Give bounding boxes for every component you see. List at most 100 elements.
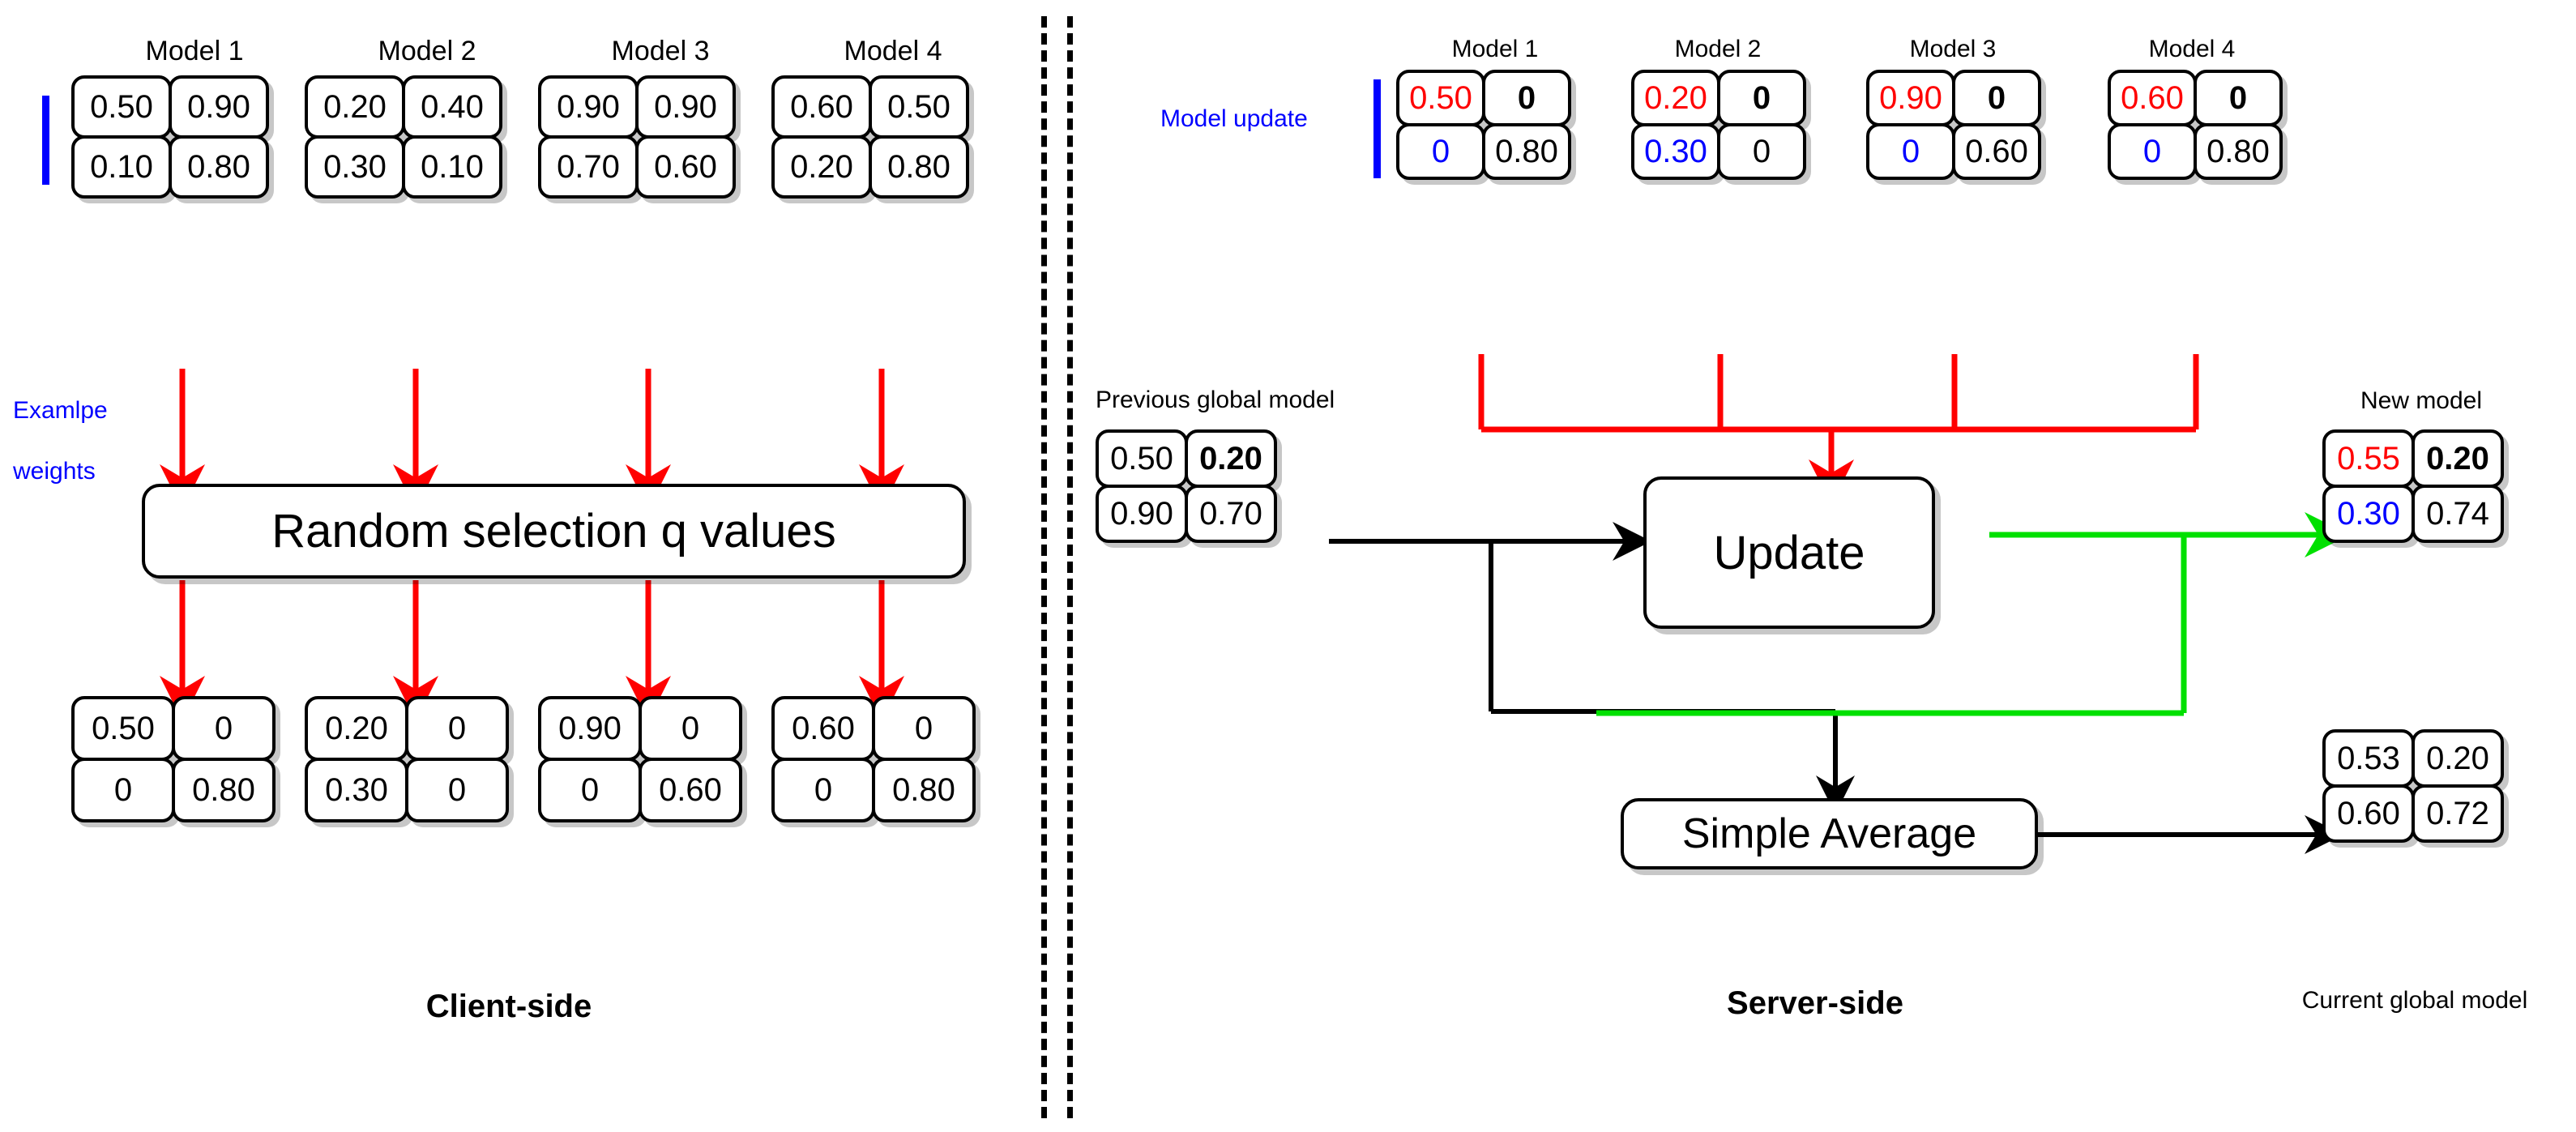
matrix-cell: 0 [872, 696, 976, 761]
matrix-cell: 0.10 [71, 135, 172, 199]
matrix-cell: 0.50 [71, 696, 175, 761]
left-bottom-matrix-model-1: 0.50 0 0 0.80 [71, 696, 276, 822]
matrix-cell: 0.50 [1096, 429, 1188, 488]
right-update-matrix-model-4: 0.60 0 0 0.80 [2108, 70, 2284, 180]
matrix-cell: 0 [1717, 123, 1806, 180]
matrix-cell: 0.30 [2322, 485, 2415, 543]
matrix-cell: 0.60 [2108, 70, 2197, 126]
matrix-cell: 0.90 [1096, 485, 1188, 543]
left-arrows-out-of-selection [160, 580, 904, 721]
matrix-cell: 0.20 [2412, 729, 2504, 788]
new-model-label: New model [2360, 387, 2483, 414]
matrix-cell: 0.60 [639, 758, 742, 822]
left-top-matrix-model-2: 0.20 0.40 0.30 0.10 [305, 75, 502, 199]
matrix-cell: 0.90 [538, 75, 639, 139]
matrix-cell: 0 [2194, 70, 2283, 126]
matrix-cell: 0.80 [872, 758, 976, 822]
matrix-cell: 0.20 [305, 75, 405, 139]
matrix-cell: 0.80 [1482, 123, 1571, 180]
left-bottom-matrix-model-4: 0.60 0 0 0.80 [771, 696, 976, 822]
matrix-cell: 0.50 [1396, 70, 1485, 126]
right-model-header-3: Model 3 [1909, 36, 1997, 62]
example-weights-line1: Examlpe [13, 397, 108, 424]
matrix-cell: 0.20 [771, 135, 872, 199]
matrix-cell: 0 [771, 758, 875, 822]
right-model-header-2: Model 2 [1674, 36, 1762, 62]
matrix-cell: 0 [538, 758, 642, 822]
matrix-cell: 0.50 [869, 75, 969, 139]
panel-divider-right [1067, 16, 1073, 1118]
matrix-cell: 0.90 [1866, 70, 1955, 126]
matrix-cell: 0 [1482, 70, 1571, 126]
left-bottom-matrix-model-2: 0.20 0 0.30 0 [305, 696, 509, 822]
matrix-cell: 0 [405, 696, 509, 761]
matrix-cell: 0.90 [635, 75, 736, 139]
matrix-cell: 0.50 [71, 75, 172, 139]
matrix-cell: 0.80 [2194, 123, 2283, 180]
matrix-cell: 0.40 [402, 75, 502, 139]
left-top-matrix-model-4: 0.60 0.50 0.20 0.80 [771, 75, 969, 199]
right-model-header-1: Model 1 [1451, 36, 1539, 62]
update-box[interactable]: Update [1643, 476, 1935, 629]
example-weights-line2: weights [13, 458, 96, 485]
client-side-label: Client-side [425, 989, 592, 1024]
matrix-cell: 0.60 [635, 135, 736, 199]
current-global-model-matrix: 0.53 0.20 0.60 0.72 [2322, 729, 2504, 843]
left-top-matrix-model-1: 0.50 0.90 0.10 0.80 [71, 75, 269, 199]
matrix-cell: 0.80 [169, 135, 269, 199]
matrix-cell: 0 [1717, 70, 1806, 126]
matrix-cell: 0 [405, 758, 509, 822]
matrix-cell: 0.30 [305, 758, 408, 822]
left-model-header-4: Model 4 [844, 36, 942, 66]
model-update-label: Model update [1160, 105, 1308, 132]
example-weights-bracket [42, 96, 49, 185]
right-model-header-4: Model 4 [2148, 36, 2236, 62]
matrix-cell: 0.70 [538, 135, 639, 199]
matrix-cell: 0.80 [869, 135, 969, 199]
matrix-cell: 0 [1866, 123, 1955, 180]
matrix-cell: 0.72 [2412, 784, 2504, 843]
model-update-bracket [1373, 79, 1381, 178]
matrix-cell: 0.20 [2412, 429, 2504, 488]
panel-divider-left [1041, 16, 1047, 1118]
matrix-cell: 0.60 [2322, 784, 2415, 843]
left-model-header-2: Model 2 [378, 36, 476, 66]
matrix-cell: 0.20 [1631, 70, 1720, 126]
matrix-cell: 0 [172, 696, 276, 761]
matrix-cell: 0.90 [169, 75, 269, 139]
matrix-cell: 0 [71, 758, 175, 822]
previous-global-model-label: Previous global model [1096, 387, 1335, 413]
random-selection-box[interactable]: Random selection q values [142, 484, 966, 579]
current-global-model-label: Current global model [2301, 987, 2528, 1014]
left-top-matrix-model-3: 0.90 0.90 0.70 0.60 [538, 75, 736, 199]
matrix-cell: 0.10 [402, 135, 502, 199]
matrix-cell: 0.20 [1185, 429, 1277, 488]
simple-average-box[interactable]: Simple Average [1621, 798, 2038, 869]
right-update-matrix-model-1: 0.50 0 0 0.80 [1396, 70, 1573, 180]
server-side-label: Server-side [1727, 985, 1903, 1021]
model-update-bus [1478, 354, 2199, 433]
matrix-cell: 0.90 [538, 696, 642, 761]
matrix-cell: 0 [2108, 123, 2197, 180]
matrix-cell: 0.70 [1185, 485, 1277, 543]
left-bottom-matrix-model-3: 0.90 0 0 0.60 [538, 696, 742, 822]
previous-global-model-matrix: 0.50 0.20 0.90 0.70 [1096, 429, 1277, 543]
left-model-header-3: Model 3 [611, 36, 710, 66]
matrix-cell: 0.60 [1952, 123, 2041, 180]
matrix-cell: 0.74 [2412, 485, 2504, 543]
matrix-cell: 0.60 [771, 696, 875, 761]
matrix-cell: 0 [639, 696, 742, 761]
matrix-cell: 0.80 [172, 758, 276, 822]
matrix-cell: 0.60 [771, 75, 872, 139]
left-arrows-into-selection [160, 369, 904, 510]
matrix-cell: 0 [1952, 70, 2041, 126]
right-update-matrix-model-3: 0.90 0 0 0.60 [1866, 70, 2043, 180]
matrix-cell: 0 [1396, 123, 1485, 180]
matrix-cell: 0.20 [305, 696, 408, 761]
left-model-header-1: Model 1 [145, 36, 244, 66]
right-update-matrix-model-2: 0.20 0 0.30 0 [1631, 70, 1808, 180]
matrix-cell: 0.53 [2322, 729, 2415, 788]
matrix-cell: 0.30 [305, 135, 405, 199]
matrix-cell: 0.30 [1631, 123, 1720, 180]
